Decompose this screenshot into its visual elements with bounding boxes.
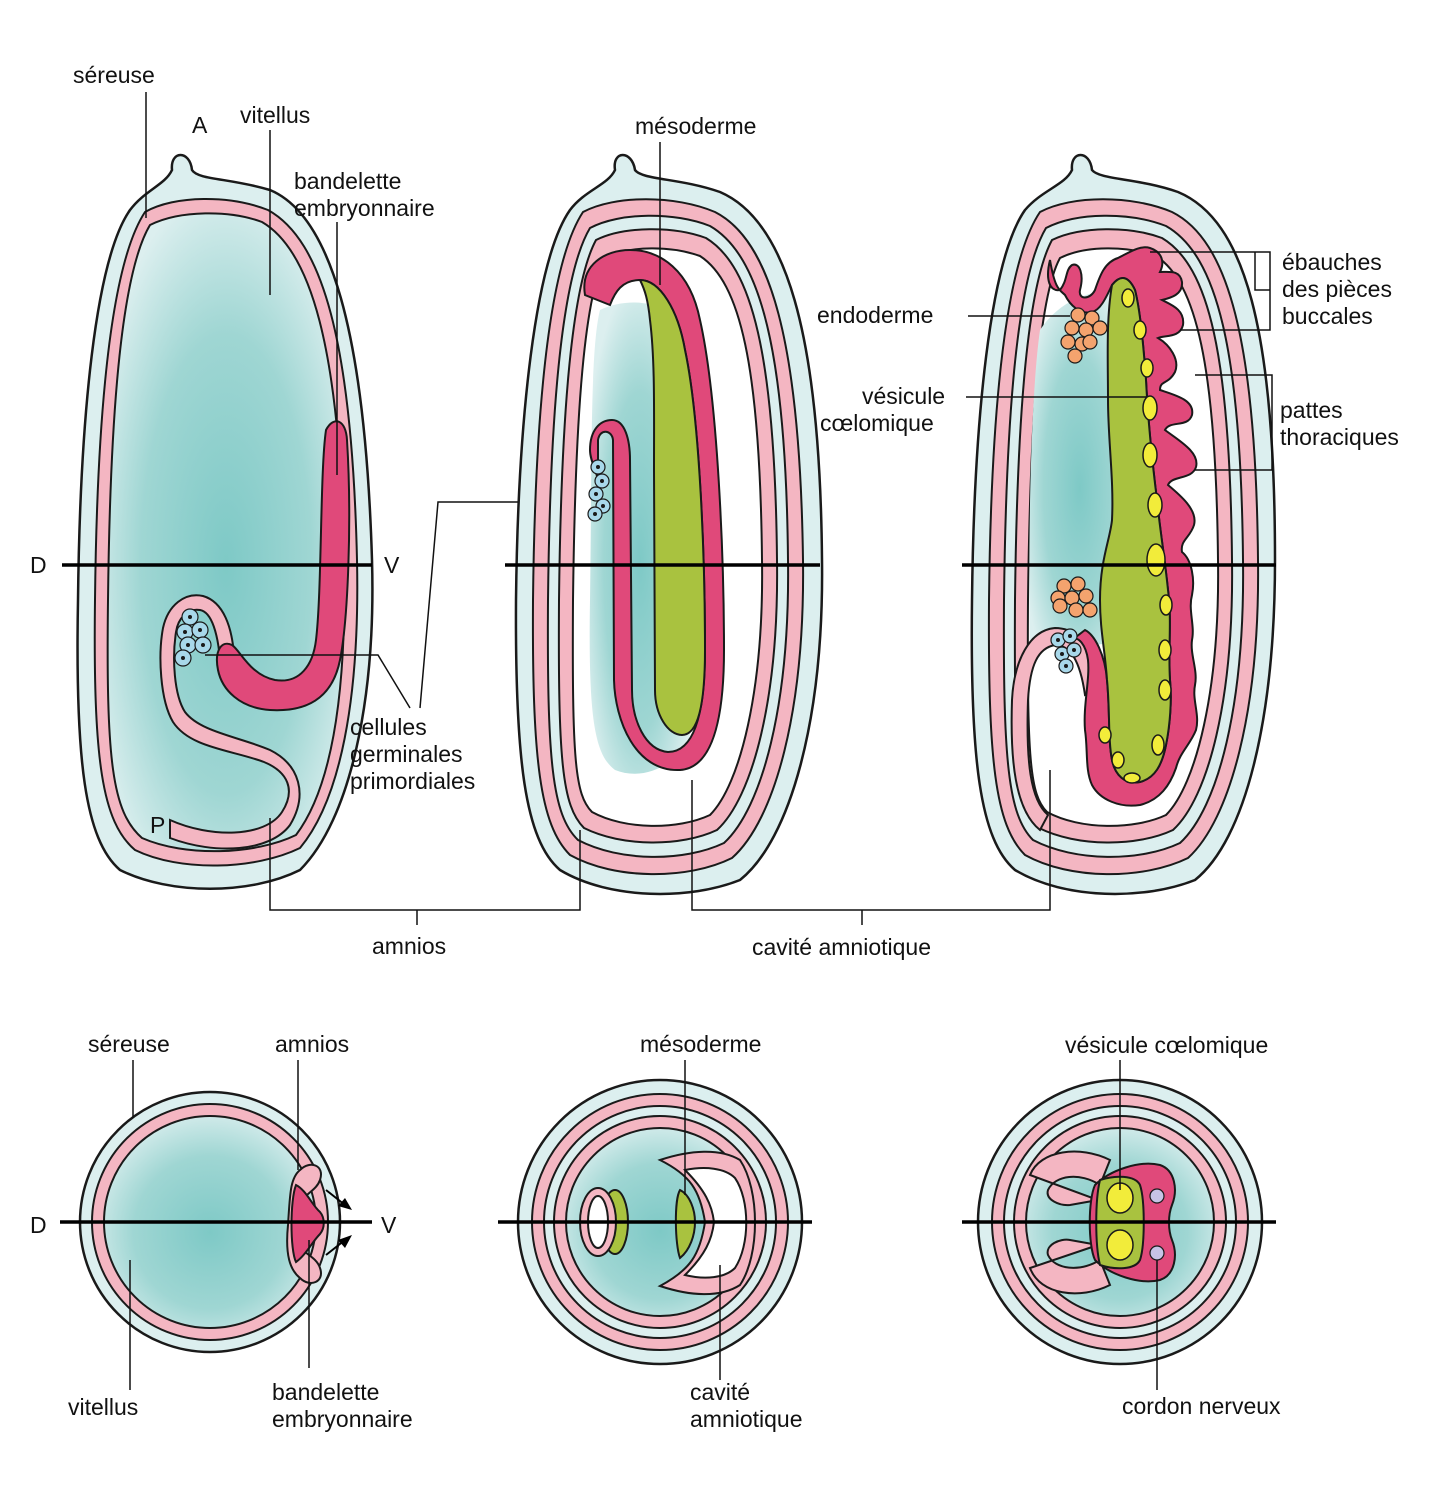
- label-D-bottom: D: [30, 1212, 47, 1238]
- label-vesicule-top-l1: vésicule: [862, 383, 945, 409]
- label-ebauches-l3: buccales: [1282, 303, 1373, 329]
- leader-cellules-1: [205, 654, 411, 709]
- label-pattes-l1: pattes: [1280, 397, 1343, 423]
- label-bandelette-top-l2: embryonnaire: [294, 195, 435, 221]
- label-bandelette-top-l1: bandelette: [294, 168, 401, 194]
- top-figure-1-egg: [76, 153, 374, 890]
- label-A: A: [192, 112, 208, 138]
- label-endoderme: endoderme: [817, 302, 933, 328]
- label-sereuse-top: séreuse: [73, 62, 155, 88]
- label-V-top: V: [384, 552, 400, 578]
- label-bandelette-bottom-l2: embryonnaire: [272, 1406, 413, 1432]
- label-sereuse-bottom: séreuse: [88, 1031, 170, 1057]
- label-cavite-top: cavité amniotique: [752, 934, 931, 960]
- germ-cells-top-1: [174, 608, 212, 667]
- label-vitellus-bottom: vitellus: [68, 1394, 138, 1420]
- label-vesicule-top-l2: cœlomique: [820, 410, 934, 436]
- label-ebauches-l2: des pièces: [1282, 276, 1392, 302]
- label-cellules-l1: cellules: [350, 714, 427, 740]
- bracket-ebauches: [1150, 251, 1271, 331]
- label-amnios-bottom: amnios: [275, 1031, 349, 1057]
- label-mesoderme-bottom: mésoderme: [640, 1031, 761, 1057]
- label-P: P: [150, 812, 165, 838]
- label-cellules-l2: germinales: [350, 741, 463, 767]
- label-V-bottom: V: [381, 1212, 397, 1238]
- label-vesicule-bottom: vésicule cœlomique: [1065, 1032, 1268, 1058]
- label-mesoderme-top: mésoderme: [635, 113, 756, 139]
- label-cordon-nerveux: cordon nerveux: [1122, 1393, 1281, 1419]
- label-cavite-bottom-l2: amniotique: [690, 1406, 803, 1432]
- label-vitellus-top: vitellus: [240, 102, 310, 128]
- bracket-cavite-top: [691, 770, 1051, 911]
- top-figure-3-egg: [970, 153, 1277, 896]
- label-ebauches-l1: ébauches: [1282, 249, 1382, 275]
- germ-cells-top-3: [1050, 628, 1082, 674]
- label-cavite-bottom-l1: cavité: [690, 1379, 750, 1405]
- bracket-ebauches-tick: [1254, 252, 1270, 291]
- endoderm-cluster-posterior: [1050, 576, 1098, 618]
- bracket-pattes: [1195, 374, 1273, 471]
- germ-cells-top-2: [587, 459, 611, 522]
- label-amnios-top: amnios: [372, 933, 446, 959]
- top-figure-2-egg: [514, 153, 824, 896]
- label-cellules-l3: primordiales: [350, 768, 475, 794]
- label-pattes-l2: thoraciques: [1280, 424, 1399, 450]
- endoderm-cluster-anterior: [1060, 307, 1108, 364]
- coelomic-vesicles-top-3: [1098, 288, 1173, 784]
- label-bandelette-bottom-l1: bandelette: [272, 1379, 379, 1405]
- label-D-top: D: [30, 552, 47, 578]
- bracket-amnios-top: [269, 818, 581, 911]
